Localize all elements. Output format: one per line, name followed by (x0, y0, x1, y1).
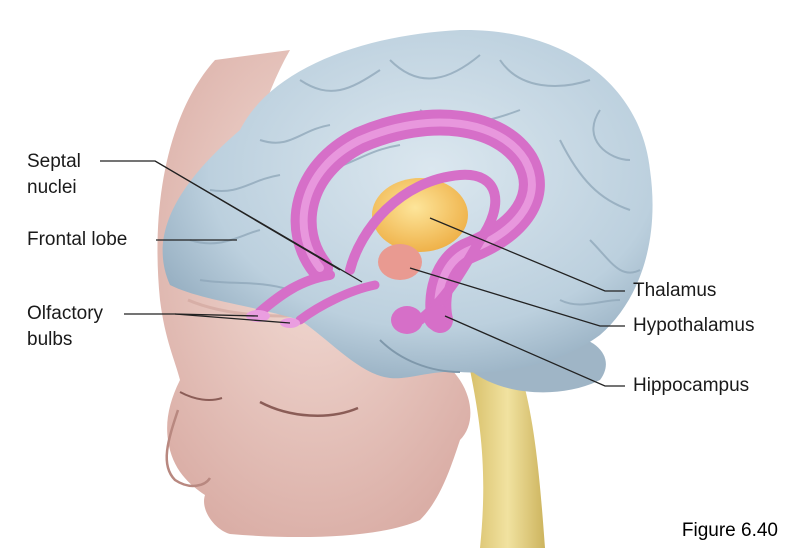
hypothalamus-shape (378, 244, 422, 280)
figure-caption: Figure 6.40 (682, 520, 778, 542)
label-frontal-lobe: Frontal lobe (27, 228, 127, 252)
label-septal-nuclei-line1: Septal (27, 150, 81, 174)
label-olfactory-bulbs-line1: Olfactory (27, 302, 103, 326)
label-olfactory-bulbs-line2: bulbs (27, 328, 72, 352)
brainstem (470, 370, 545, 548)
label-septal-nuclei-line2: nuclei (27, 176, 77, 200)
label-hippocampus: Hippocampus (633, 374, 749, 398)
label-hypothalamus: Hypothalamus (633, 314, 754, 338)
label-thalamus: Thalamus (633, 279, 716, 303)
